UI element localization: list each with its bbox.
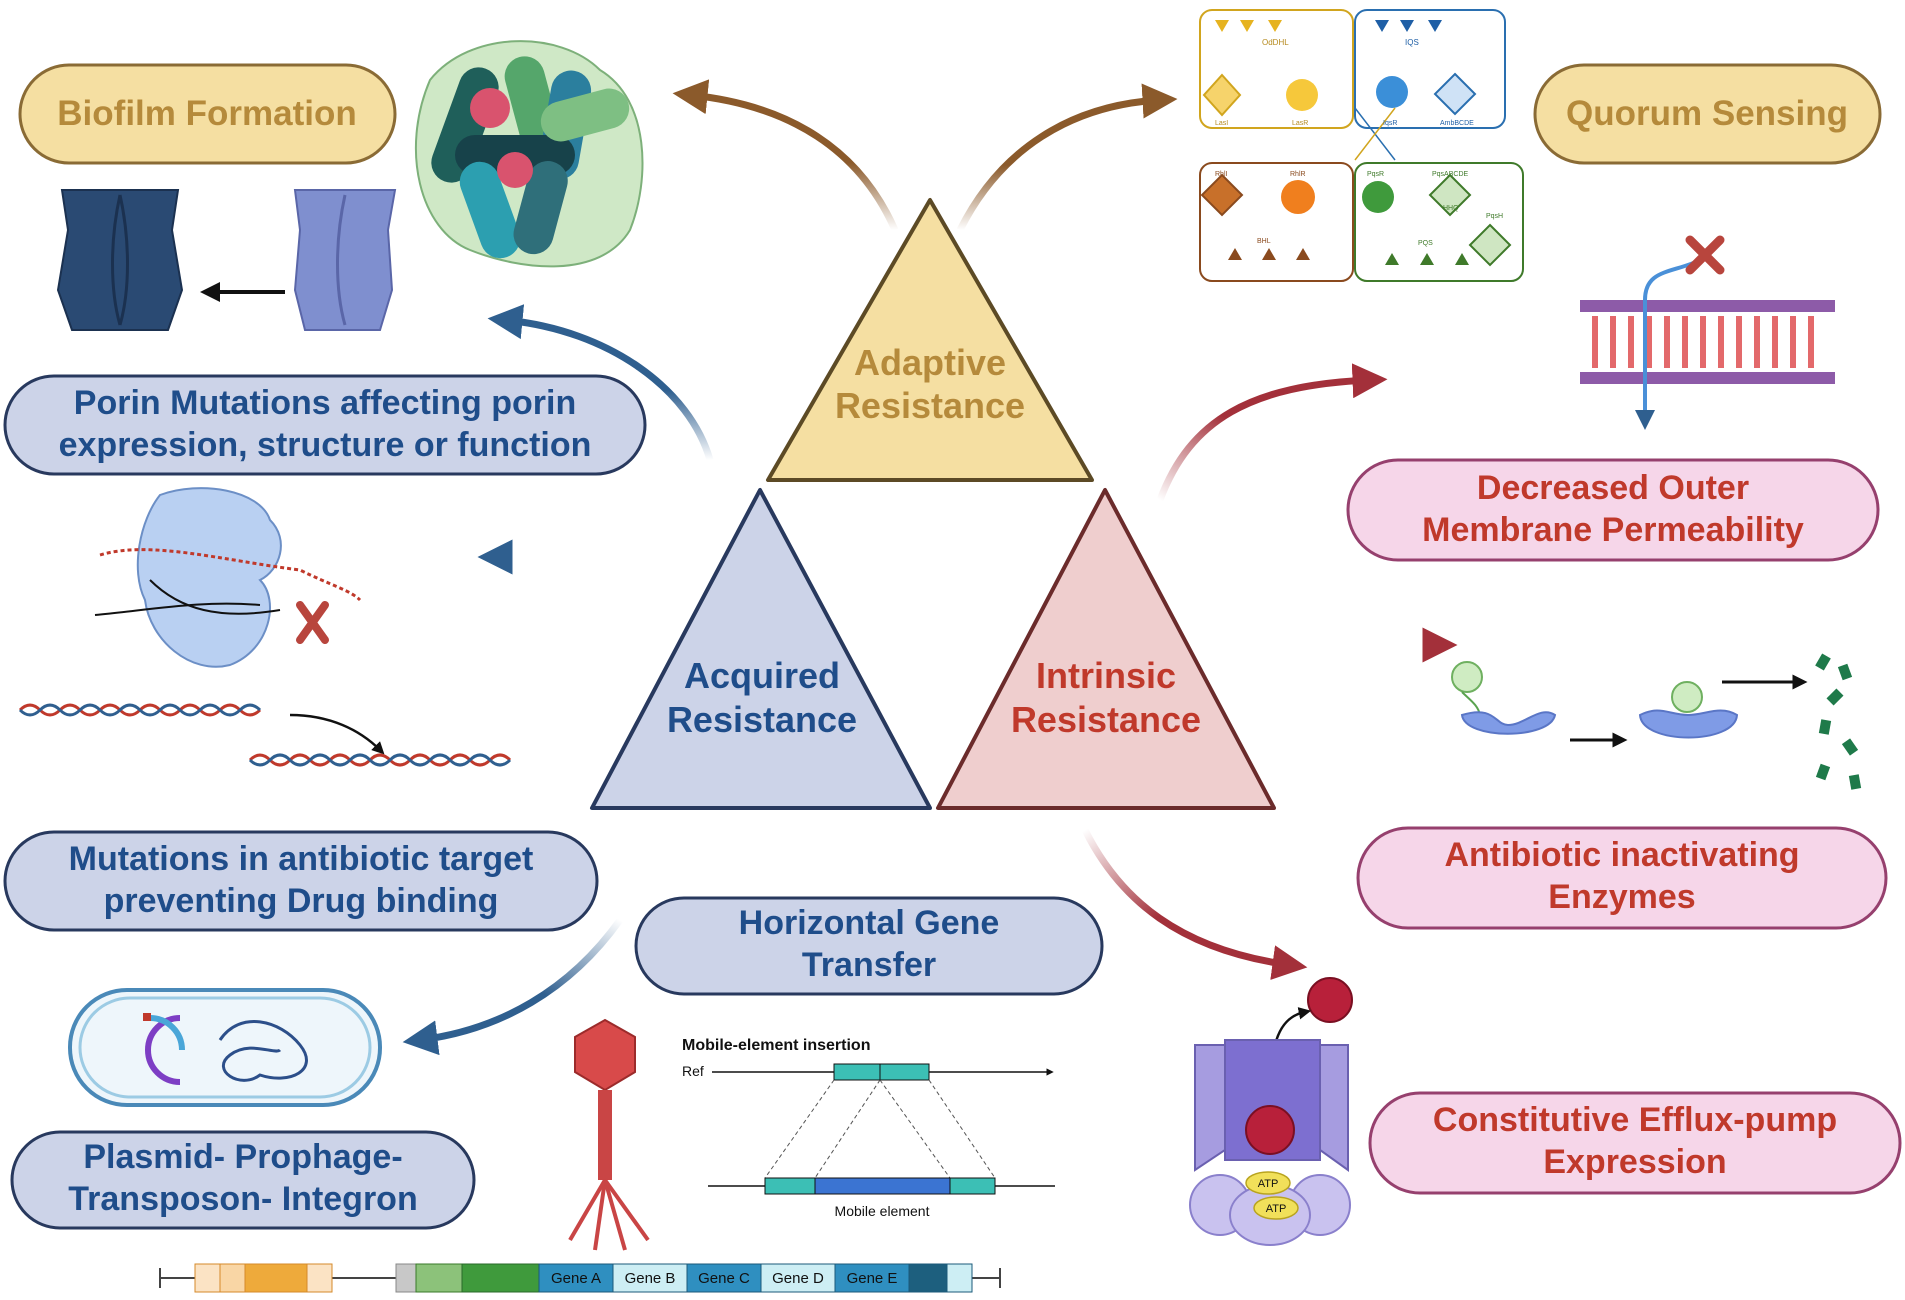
mobile-ref: Ref — [682, 1063, 704, 1079]
label-plasmid: Plasmid- Prophage- Transposon- Integron — [10, 1130, 476, 1230]
quorum-label: Quorum Sensing — [1566, 94, 1848, 133]
decreased-line1: Decreased Outer — [1477, 469, 1749, 507]
phage-illustration — [568, 1018, 650, 1251]
arrow-to-biofilm — [672, 79, 899, 232]
qs-bhl: BHL — [1257, 238, 1271, 245]
membrane-illustration — [1580, 235, 1835, 430]
qs-rhlr: RhlR — [1290, 171, 1306, 178]
hgt-line1: Horizontal Gene — [739, 904, 1000, 942]
intrinsic-line2: Resistance — [1011, 699, 1201, 740]
decreased-line2: Membrane Permeability — [1422, 511, 1804, 549]
atp-1: ATP — [1258, 1178, 1279, 1190]
qs-ambbcde: AmbBCDE — [1440, 120, 1474, 127]
qs-lasi: LasI — [1215, 120, 1228, 127]
enzyme-illustration — [1451, 653, 1862, 790]
gene-cassette: Gene A Gene B Gene C Gene D Gene E — [159, 1263, 1001, 1293]
qs-iqsr: IqsR — [1383, 120, 1397, 127]
arrow-to-plasmid — [402, 917, 623, 1056]
label-porin: Porin Mutations affecting porin expressi… — [3, 374, 647, 476]
qs-oddhl: OdDHL — [1262, 38, 1289, 47]
dna-illustration — [18, 703, 512, 767]
triangle-adaptive: Adaptive Resistance — [766, 198, 1094, 482]
qs-pqsr: PqsR — [1367, 171, 1384, 178]
arrow-to-efflux — [1081, 828, 1308, 980]
gene-b: Gene B — [625, 1270, 676, 1287]
mobile-element-label: Mobile element — [835, 1203, 930, 1219]
gene-c: Gene C — [698, 1270, 750, 1287]
plasmid-line2: Transposon- Integron — [68, 1180, 417, 1218]
arrow-to-quorum — [956, 83, 1178, 232]
biofilm-label: Biofilm Formation — [57, 94, 356, 133]
mobile-element-diagram: Mobile-element insertion Ref Mobile elem… — [682, 1037, 1055, 1219]
gene-e: Gene E — [847, 1270, 898, 1287]
efflux-line1: Constitutive Efflux-pump — [1433, 1101, 1837, 1139]
label-quorum: Quorum Sensing — [1533, 63, 1882, 165]
qs-pqsh: PqsH — [1486, 213, 1503, 220]
label-decreased: Decreased Outer Membrane Permeability — [1346, 458, 1880, 562]
gene-a: Gene A — [551, 1270, 601, 1287]
qs-hhq: HHQ — [1443, 205, 1459, 212]
enzymes-line1: Antibiotic inactivating — [1444, 836, 1799, 874]
atp-2: ATP — [1266, 1203, 1287, 1215]
arrows — [402, 79, 1458, 1056]
adaptive-line1: Adaptive — [854, 342, 1006, 383]
ribosome-illustration — [94, 487, 362, 668]
acquired-line1: Acquired — [684, 655, 840, 696]
label-enzymes: Antibiotic inactivating Enzymes — [1356, 826, 1888, 930]
label-biofilm: Biofilm Formation — [18, 63, 397, 165]
acquired-line2: Resistance — [667, 699, 857, 740]
biofilm-illustration — [414, 40, 644, 268]
hgt-line2: Transfer — [802, 946, 936, 984]
plasmid-line1: Plasmid- Prophage- — [83, 1138, 402, 1176]
qs-pqs: PQS — [1418, 240, 1433, 247]
gene-d: Gene D — [772, 1270, 824, 1287]
mutations-line1: Mutations in antibiotic target — [69, 840, 534, 878]
efflux-line2: Expression — [1543, 1143, 1726, 1181]
mutations-line2: preventing Drug binding — [104, 882, 499, 920]
triangle-acquired: Acquired Resistance — [590, 488, 932, 810]
label-efflux: Constitutive Efflux-pump Expression — [1368, 1091, 1902, 1195]
porin-line2: expression, structure or function — [59, 426, 592, 464]
mobile-title: Mobile-element insertion — [682, 1037, 870, 1054]
porin-illustration — [56, 189, 397, 331]
plasmid-cell-illustration — [68, 988, 382, 1107]
triangle-intrinsic: Intrinsic Resistance — [936, 488, 1276, 810]
arrow-to-porin — [487, 304, 714, 461]
adaptive-line2: Resistance — [835, 385, 1025, 426]
qs-lasr: LasR — [1292, 120, 1308, 127]
label-mutations: Mutations in antibiotic target preventin… — [3, 830, 599, 932]
enzymes-line2: Enzymes — [1548, 878, 1695, 916]
quorum-sensing-diagram: OdDHL IQS LasI LasR IqsR AmbBCDE RhlI Rh… — [1188, 0, 1530, 290]
qs-iqs: IQS — [1405, 38, 1419, 47]
porin-line1: Porin Mutations affecting porin — [74, 384, 576, 422]
qs-rhli: RhlI — [1215, 171, 1228, 178]
intrinsic-line1: Intrinsic — [1036, 655, 1176, 696]
label-hgt: Horizontal Gene Transfer — [634, 896, 1104, 996]
efflux-pump-illustration: ATP ATP — [1189, 977, 1353, 1246]
arrow-to-decreased — [1156, 363, 1388, 502]
qs-pqsabcde: PqsABCDE — [1432, 171, 1469, 178]
